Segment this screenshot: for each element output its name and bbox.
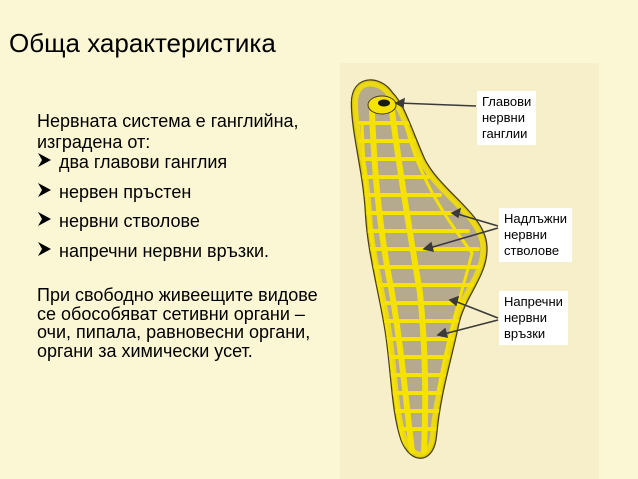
bullet-item: два главови ганглия xyxy=(36,152,269,182)
longitudinal-nerve-trunks xyxy=(369,108,429,454)
bullet-text: напречни нервни връзки. xyxy=(59,240,270,261)
bullet-item: напречни нервни връзки. xyxy=(36,241,269,271)
label-line: нервни xyxy=(482,110,525,125)
label-line: ганглии xyxy=(482,126,528,141)
label-transverse-connections: Напречни нервни връзки xyxy=(499,291,568,345)
arrowhead-bullet-icon xyxy=(36,241,56,262)
description-paragraph: При свободно живеещите видове се обособя… xyxy=(37,285,318,361)
bullet-text: два главови ганглия xyxy=(59,152,228,172)
intro-text: Нервната система е ганглийна, изградена … xyxy=(37,111,299,152)
label-line: Главови xyxy=(482,94,532,109)
flatworm-nervous-system-figure: Главови нервни ганглии Надлъжни нервни с… xyxy=(340,63,599,479)
label-line: Надлъжни xyxy=(504,211,568,226)
label-head-ganglia: Главови нервни ганглии xyxy=(477,91,537,145)
bullet-item: нервни стволове xyxy=(36,211,269,241)
eye-spot xyxy=(378,99,390,107)
slide-title: Обща характеристика xyxy=(9,28,276,58)
label-line: връзки xyxy=(504,326,546,341)
label-line: стволове xyxy=(504,243,560,258)
label-line: нервни xyxy=(504,310,547,325)
label-pointer-lines xyxy=(394,97,499,338)
arrowhead-bullet-icon xyxy=(36,152,56,173)
bullet-text: нервен пръстен xyxy=(59,181,192,202)
arrowhead-bullet-icon xyxy=(36,182,56,203)
arrowhead-bullet-icon xyxy=(36,211,56,232)
label-line: Напречни xyxy=(504,294,563,309)
label-line: нервни xyxy=(504,227,547,242)
bullet-list: два главови ганглия нервен пръстен нервн… xyxy=(36,152,269,270)
flatworm-illustration xyxy=(350,79,499,459)
label-longitudinal-trunks: Надлъжни нервни стволове xyxy=(499,208,573,262)
bullet-text: нервни стволове xyxy=(59,211,200,231)
bullet-item: нервен пръстен xyxy=(36,182,269,212)
